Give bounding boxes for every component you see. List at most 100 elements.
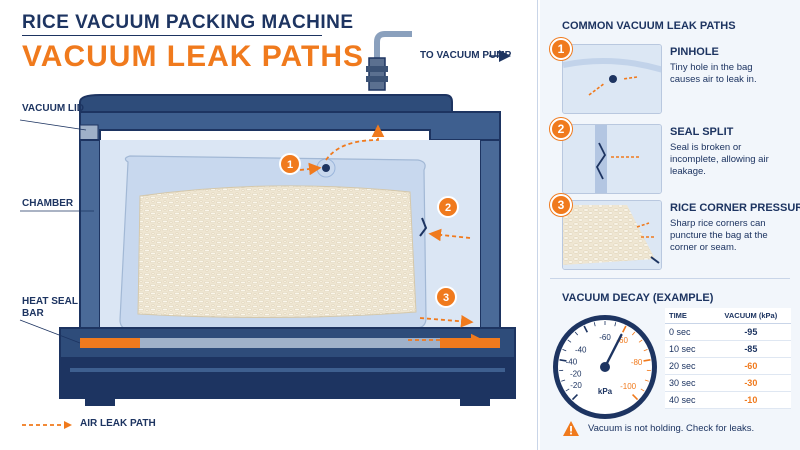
- panel-divider: [537, 0, 538, 450]
- legend-label: AIR LEAK PATH: [80, 418, 156, 429]
- gauge-tick-label: -80: [631, 358, 643, 367]
- row-vacuum: -10: [710, 391, 791, 409]
- pinhole-thumbnail: [562, 44, 662, 114]
- seal-split-mark: [419, 217, 428, 237]
- vacuum-hose: [374, 31, 412, 60]
- warning-icon: [563, 421, 579, 436]
- leak-desc-rice-corner: Sharp rice corners can puncture the bag …: [670, 218, 768, 253]
- gauge-unit: kPa: [598, 387, 613, 396]
- leak-path-1: [299, 162, 322, 176]
- gauge-tick: [614, 322, 617, 327]
- gauge-tick: [644, 379, 649, 382]
- gauge-tick: [571, 394, 578, 401]
- heat-seal-bar-right: [440, 338, 500, 348]
- leak-path-2: [428, 228, 471, 242]
- pinhole-illustration: [563, 45, 661, 113]
- panel-section-divider: [550, 278, 790, 279]
- leak-path-vent: [325, 124, 385, 161]
- table-row: 10 sec -85: [665, 340, 791, 358]
- gauge-tick: [632, 394, 639, 401]
- warning-text: Vacuum is not holding. Check for leaks.: [588, 423, 755, 434]
- leak-name-rice-corner: RICE CORNER PRESSURE: [670, 202, 800, 214]
- machine-diagram: RICE VACUUM PACKING MACHINE VACUUM LEAK …: [19, 12, 516, 434]
- table-header-vacuum: VACUUM (kPa): [710, 308, 791, 324]
- legend-dash-arrow-icon: [22, 421, 72, 429]
- pinhole-mark: [322, 164, 330, 172]
- table-row: 30 sec -30: [665, 374, 791, 392]
- vacuum-warning: Vacuum is not holding. Check for leaks.: [562, 420, 782, 438]
- header-subtitle: RICE VACUUM PACKING MACHINE: [22, 12, 354, 33]
- gauge-tick: [643, 349, 648, 352]
- leak-desc-seal-split: Seal is broken or incomplete, allowing a…: [670, 142, 769, 177]
- leak-card-pinhole: 1 PINHOLE Tiny hole in the bag causes ai…: [550, 38, 784, 114]
- gauge-dial: -20 -40 -40 -60 -20 -60 -80 -100 kPa: [553, 315, 657, 419]
- seal-split-thumbnail: [562, 124, 662, 194]
- vacuum-decay-title: VACUUM DECAY (EXAMPLE): [562, 292, 714, 304]
- row-time: 0 sec: [665, 323, 711, 341]
- gauge-tick-label: -40: [566, 358, 578, 367]
- row-vacuum: -95: [710, 323, 791, 341]
- leak-number-2: 2: [550, 118, 572, 140]
- gauge-needle: [603, 333, 623, 369]
- marker-3: 3: [435, 286, 457, 308]
- vacuum-lid-label: VACUUM LID: [22, 103, 85, 114]
- row-vacuum: -60: [710, 357, 791, 375]
- heat-seal-bar-left: [80, 338, 140, 348]
- rice-corner-thumbnail: [562, 200, 662, 270]
- gauge-tick-label: -20: [570, 370, 582, 379]
- gauge-tick: [562, 349, 567, 352]
- vacuum-decay-table: TIME VACUUM (kPa) 0 sec -95 10 sec -85 2…: [665, 308, 791, 409]
- vacuum-gauge: -20 -40 -40 -60 -20 -60 -80 -100 kPa: [550, 312, 660, 422]
- gauge-tick: [559, 359, 567, 362]
- gauge-tick: [583, 325, 589, 333]
- chamber-label: CHAMBER: [22, 198, 74, 209]
- gauge-tick: [643, 359, 651, 362]
- gauge-tick: [574, 331, 579, 336]
- legend: AIR LEAK PATH: [20, 416, 240, 434]
- gauge-tick: [638, 339, 643, 343]
- gauge-tick-label: -60: [616, 336, 628, 345]
- gauge-tick: [631, 331, 636, 336]
- leak-card-rice-corner: 3 RICE CORNER PRESSURE Sharp rice corner…: [550, 194, 800, 270]
- gauge-tick: [593, 322, 596, 327]
- vacuum-lid: [79, 94, 453, 113]
- marker-2: 2: [437, 196, 459, 218]
- marker-1: 1: [279, 153, 301, 175]
- svg-text:2: 2: [445, 202, 451, 214]
- gauge-tick: [561, 379, 566, 382]
- row-time: 40 sec: [665, 391, 711, 409]
- vacuum-pump-label: TO VACUUM PUMP: [420, 50, 512, 61]
- leak-desc-pinhole: Tiny hole in the bag causes air to leak …: [670, 62, 757, 85]
- gauge-tick: [640, 388, 645, 392]
- machine-illustration: 1 2 3: [19, 31, 516, 406]
- gauge-tick: [565, 388, 570, 392]
- gauge-tick: [567, 339, 572, 343]
- gauge-tick-label: -60: [599, 333, 611, 342]
- row-time: 20 sec: [665, 357, 711, 375]
- rice-corner-illustration: [563, 201, 661, 269]
- table-row: 20 sec -60: [665, 357, 791, 375]
- leak-card-seal-split: 2 SEAL SPLIT Seal is broken or incomplet…: [550, 118, 784, 194]
- seal-split-illustration: [563, 125, 661, 193]
- rice-fill: [137, 185, 417, 319]
- table-header-time: TIME: [665, 308, 711, 324]
- gauge-tick-label: -40: [575, 345, 587, 354]
- gauge-tick: [621, 325, 627, 333]
- table-row: 40 sec -10: [665, 391, 791, 409]
- row-time: 10 sec: [665, 340, 711, 358]
- gauge-tick-label: -100: [620, 382, 637, 391]
- page-title: VACUUM LEAK PATHS: [22, 40, 364, 73]
- svg-text:3: 3: [443, 292, 449, 304]
- row-vacuum: -85: [710, 340, 791, 358]
- leak-number-3: 3: [550, 194, 572, 216]
- leak-path-3: [419, 315, 474, 328]
- gauge-tick-label: -20: [570, 381, 582, 390]
- leak-name-seal-split: SEAL SPLIT: [670, 126, 734, 138]
- heat-seal-bar-label: HEAT SEAL BAR: [22, 296, 78, 319]
- row-vacuum: -30: [710, 374, 791, 392]
- leak-paths-title: COMMON VACUUM LEAK PATHS: [562, 20, 736, 32]
- leak-number-1: 1: [550, 38, 572, 60]
- pump-fitting: [368, 57, 386, 91]
- svg-text:1: 1: [287, 159, 293, 171]
